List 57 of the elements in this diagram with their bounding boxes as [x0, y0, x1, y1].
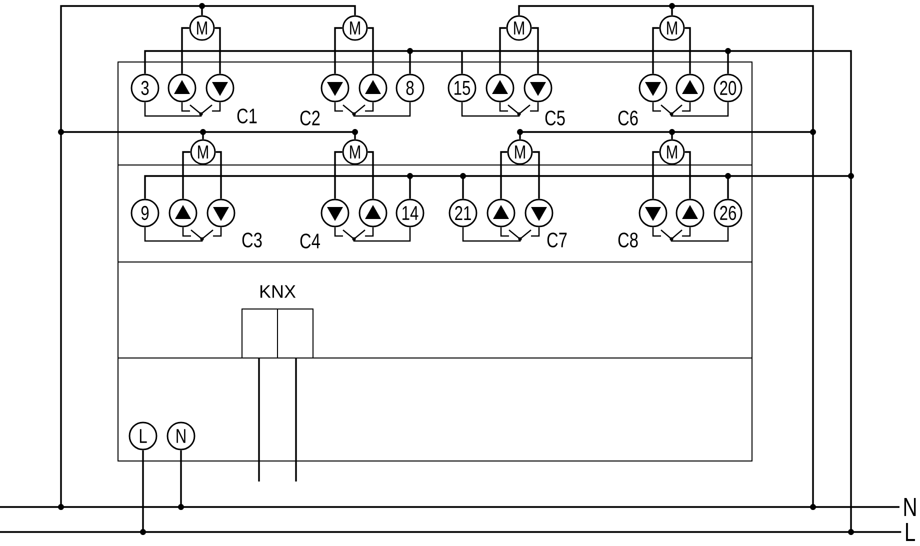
channel-label: C3 — [242, 232, 262, 248]
wire — [216, 151, 222, 199]
up-triangle-symbol — [676, 74, 704, 102]
conductor-label: L — [906, 523, 915, 541]
wire — [181, 27, 190, 74]
node-label: KNX — [260, 285, 296, 298]
switch-contact-wire — [144, 102, 221, 117]
channel-label: C5 — [545, 110, 565, 126]
channel-label: C1 — [237, 108, 257, 124]
up-triangle-symbol — [358, 198, 388, 228]
wire — [258, 358, 260, 482]
channel-label: C8 — [618, 232, 638, 248]
down-triangle-symbol — [524, 198, 554, 228]
channel-label: C4 — [300, 234, 320, 248]
wire — [334, 151, 342, 199]
up-triangle-symbol — [676, 198, 704, 228]
wire — [652, 27, 660, 74]
wire — [334, 27, 342, 74]
wire — [532, 27, 539, 74]
channel-label: C7 — [547, 232, 567, 248]
device-housing — [118, 62, 752, 462]
up-triangle-symbol — [168, 198, 198, 228]
wire — [532, 151, 540, 199]
channel-label: C2 — [300, 110, 320, 126]
down-triangle-symbol — [524, 74, 552, 102]
bus-terminal-block: KNX — [242, 285, 314, 358]
down-triangle-symbol — [320, 74, 350, 102]
wire — [368, 27, 374, 74]
up-triangle-symbol — [486, 198, 516, 228]
wire — [295, 358, 297, 482]
wire — [684, 27, 691, 74]
up-triangle-symbol — [168, 74, 196, 102]
wire — [214, 27, 221, 74]
conductor-label: N — [904, 498, 916, 516]
switch-contact-wire — [144, 226, 222, 242]
wire — [142, 50, 902, 533]
down-triangle-symbol — [320, 198, 350, 228]
wire — [368, 151, 374, 199]
switch-contact-wire — [334, 102, 411, 117]
channel-label: C6 — [618, 110, 638, 126]
down-triangle-symbol — [638, 74, 668, 102]
switch-contact-wire — [334, 226, 411, 242]
down-triangle-symbol — [206, 198, 236, 228]
wire — [500, 151, 508, 199]
wire — [182, 151, 190, 199]
wire — [499, 27, 506, 74]
switch-contact-wire — [652, 226, 729, 242]
down-triangle-symbol — [206, 74, 234, 102]
wire — [684, 151, 691, 199]
up-triangle-symbol — [358, 74, 388, 102]
switch-contact-wire — [462, 226, 540, 242]
switch-contact-wire — [461, 102, 539, 117]
wire — [60, 5, 900, 508]
up-triangle-symbol — [486, 74, 514, 102]
down-triangle-symbol — [638, 198, 668, 228]
wire — [652, 151, 660, 199]
switch-contact-wire — [652, 102, 729, 117]
